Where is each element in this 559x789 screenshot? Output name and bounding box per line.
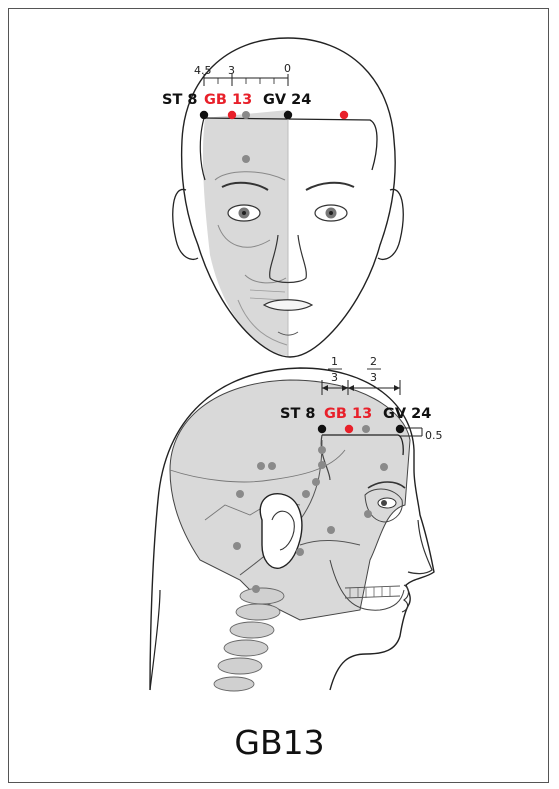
side-label-gb13: GB 13 — [324, 406, 372, 422]
side-point-other — [362, 425, 370, 433]
side-point-j — [327, 526, 335, 534]
front-ear-right — [378, 189, 403, 259]
side-point-e — [380, 463, 388, 471]
front-label-gv24: GV 24 — [263, 92, 311, 108]
front-point-gv24 — [284, 111, 292, 119]
side-point-st8 — [318, 425, 326, 433]
front-point-face — [242, 155, 250, 163]
side-point-c — [257, 462, 265, 470]
front-label-st8: ST 8 — [162, 92, 197, 108]
side-point-a — [318, 446, 326, 454]
figure-title: GB13 — [0, 723, 559, 762]
side-point-i — [364, 510, 372, 518]
side-point-gv24 — [396, 425, 404, 433]
side-point-h — [302, 490, 310, 498]
side-fraction-one-numerator: 1 — [331, 355, 338, 368]
side-fraction-two-denominator: 3 — [370, 371, 377, 384]
side-point-l — [296, 548, 304, 556]
side-point-f — [312, 478, 320, 486]
front-scale-label-3: 3 — [228, 64, 235, 77]
front-skull-shading — [203, 110, 288, 356]
front-scale-ruler: 4.5 3 0 — [194, 62, 291, 86]
front-point-other — [242, 111, 250, 119]
front-point-gb13-mirror — [340, 111, 348, 119]
side-fraction-one-denominator: 3 — [331, 371, 338, 384]
front-scale-label-0: 0 — [284, 62, 291, 75]
side-point-d — [268, 462, 276, 470]
front-scale-label-4-5: 4.5 — [194, 64, 212, 77]
side-label-st8: ST 8 — [280, 406, 315, 422]
side-point-b — [318, 461, 326, 469]
side-point-m — [252, 585, 260, 593]
side-point-gb13 — [345, 425, 353, 433]
front-point-st8 — [200, 111, 208, 119]
front-point-gb13 — [228, 111, 236, 119]
side-offset-label: 0.5 — [425, 429, 443, 442]
side-point-k — [233, 542, 241, 550]
side-point-g — [236, 490, 244, 498]
front-mouth — [264, 300, 312, 311]
front-label-gb13: GB 13 — [204, 92, 252, 108]
side-label-gv24: GV 24 — [383, 406, 431, 422]
side-fraction-two-numerator: 2 — [370, 355, 377, 368]
